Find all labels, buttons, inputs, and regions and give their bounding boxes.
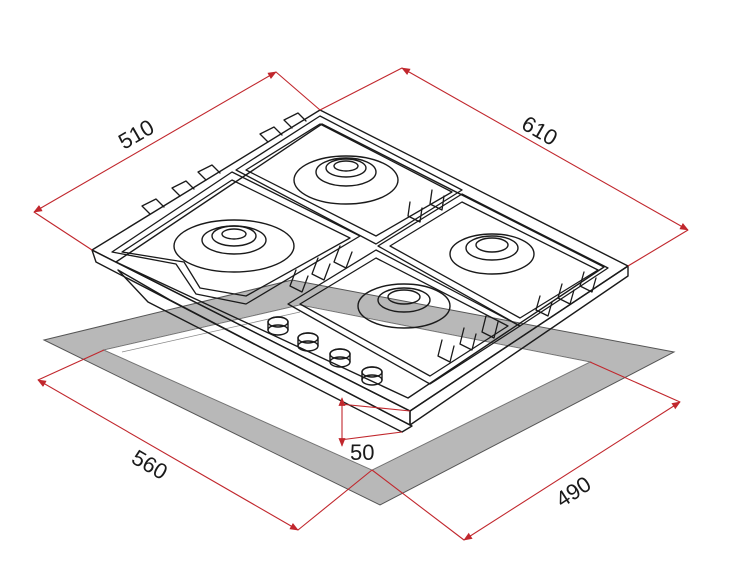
burner-right — [449, 233, 535, 275]
dimension-label-top-right: 610 — [518, 111, 562, 151]
dimension-line-cutout-right — [463, 401, 681, 541]
dimension-line-top-right — [401, 67, 689, 231]
burner-left — [173, 219, 295, 273]
dimension-label-cutout-left: 560 — [128, 445, 172, 485]
burner-front — [357, 283, 451, 329]
dimension-label-depth: 50 — [350, 440, 374, 465]
grate-front — [287, 249, 521, 385]
dimension-label-cutout-right: 490 — [551, 471, 595, 512]
dimension-line-top-left — [33, 71, 277, 213]
dimension-line-cutout-left — [37, 379, 299, 531]
knob-4 — [361, 366, 383, 386]
burner-back — [293, 155, 399, 205]
knob-3 — [329, 348, 351, 368]
dimension-lines — [33, 67, 689, 541]
control-knobs — [267, 316, 383, 386]
dimension-label-top-left: 510 — [114, 114, 158, 154]
knob-1 — [267, 316, 289, 336]
knob-2 — [297, 332, 319, 352]
